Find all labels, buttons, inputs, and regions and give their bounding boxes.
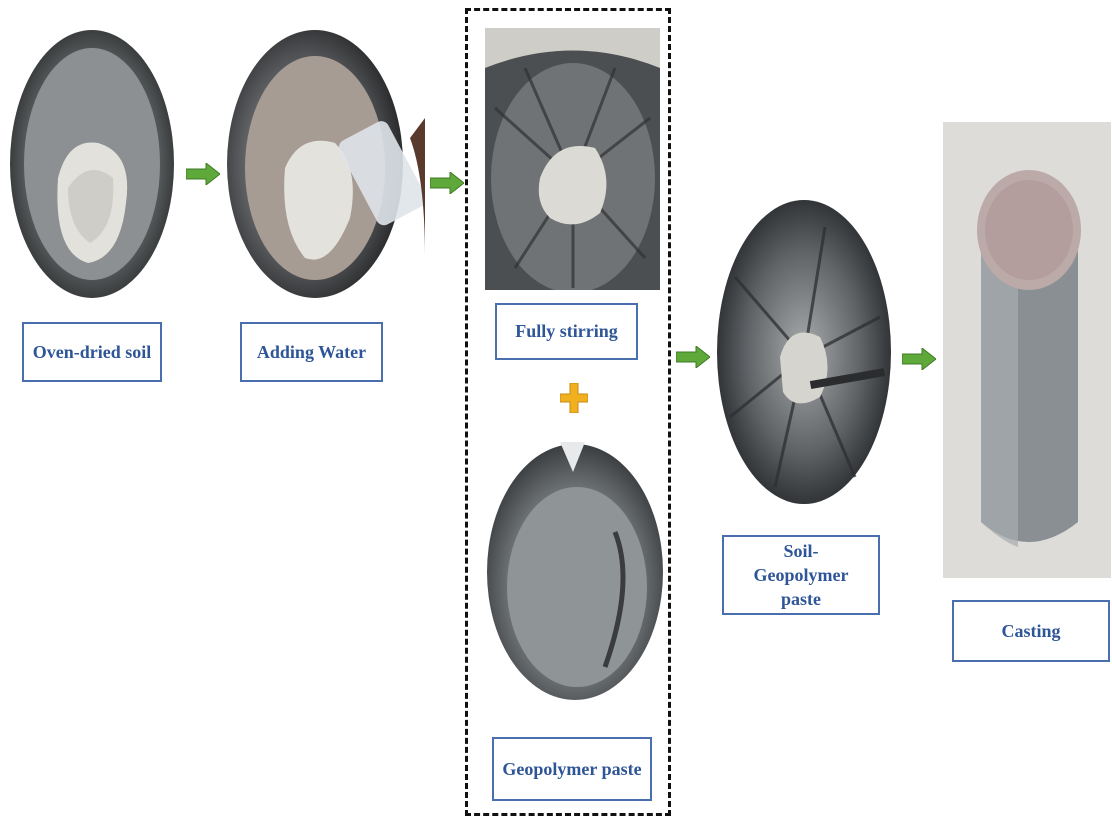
- photo-geopolymer-paste: [485, 432, 665, 702]
- right-arrow-icon: [430, 172, 464, 194]
- label-oven-dried-soil: Oven-dried soil: [22, 322, 162, 382]
- photo-adding-water: [225, 28, 425, 300]
- label-fully-stirring: Fully stirring: [495, 303, 638, 360]
- label-soil-geopolymer-paste: Soil- Geopolymer paste: [722, 535, 880, 615]
- photo-casting: [943, 122, 1111, 578]
- photo-oven-dried-soil: [8, 28, 176, 300]
- right-arrow-icon: [902, 348, 936, 370]
- label-casting: Casting: [952, 600, 1110, 662]
- label-adding-water: Adding Water: [240, 322, 383, 382]
- right-arrow-icon: [676, 346, 710, 368]
- photo-fully-stirring: [485, 28, 660, 290]
- plus-icon: [560, 383, 588, 418]
- label-geopolymer-paste: Geopolymer paste: [492, 737, 652, 801]
- photo-soil-geopolymer-paste: [715, 197, 893, 507]
- right-arrow-icon: [186, 163, 220, 185]
